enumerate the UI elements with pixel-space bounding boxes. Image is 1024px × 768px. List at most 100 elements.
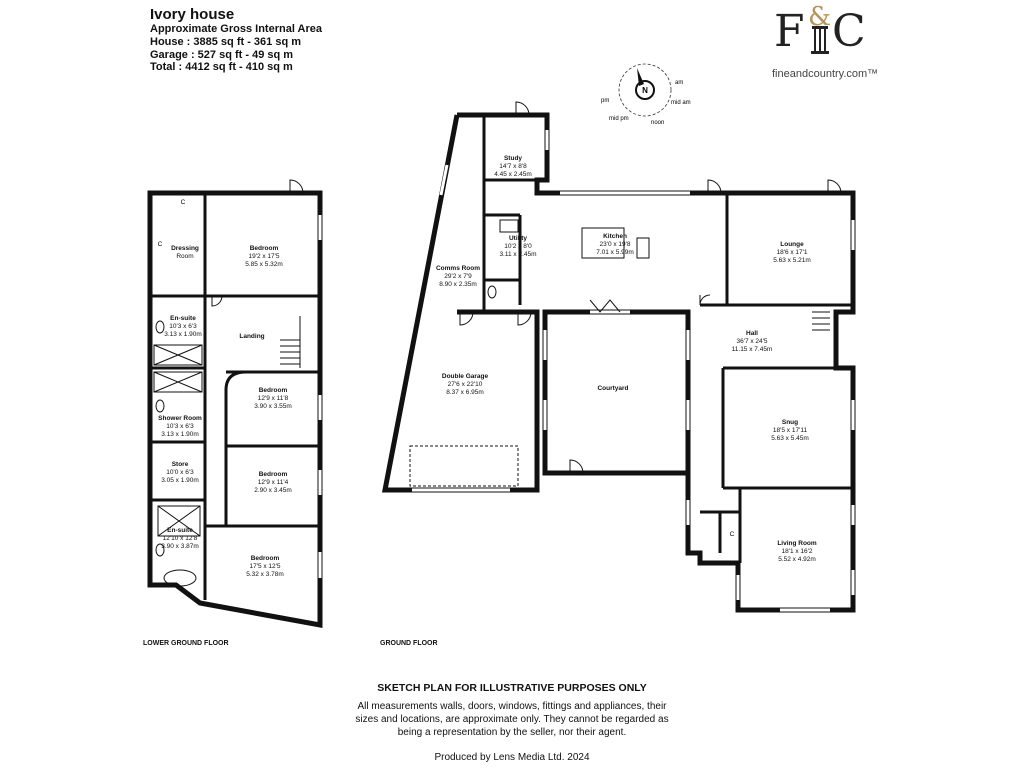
room-name: Shower Room [158,415,202,422]
ground-floor-label: GROUND FLOOR [380,640,438,647]
room-name: Courtyard [597,385,628,392]
room-name: En-suite [170,315,196,322]
room-metric: 11.15 x 7.45m [732,346,773,353]
lower-ground-floor-label: LOWER GROUND FLOOR [143,640,229,647]
shower-tray-icon [153,344,203,366]
compass-rose: N am mid am noon mid pm pm [601,63,691,126]
compass-north: N [642,86,648,95]
room-name: Study [504,155,522,162]
room-name: Kitchen [603,233,627,240]
room-imperial: 10'3 x 6'3 [166,423,194,430]
room-metric: 3.13 x 1.90m [161,431,199,438]
room-name: Hall [746,330,758,337]
room-imperial: 27'6 x 22'10 [448,381,483,388]
north-arrow-icon [637,68,644,86]
toilet-icon [155,320,165,334]
room-imperial: 14'7 x 8'8 [499,163,527,170]
room-metric: 8.90 x 2.35m [439,281,477,288]
room-name: Utility [509,235,527,242]
toilet-icon [155,399,165,413]
disclaimer-body: All measurements walls, doors, windows, … [0,700,1024,739]
room-metric: 5.52 x 4.92m [778,556,816,563]
room-imperial: 36'7 x 24'5 [736,338,767,345]
room-imperial: 10'0 x 6'3 [166,469,194,476]
cupboard-mark: C [158,241,163,248]
room-name: Double Garage [442,373,489,380]
room-imperial: 18'6 x 17'1 [776,249,807,256]
room-metric: 8.37 x 6.95m [446,389,484,396]
room-name: Bedroom [251,555,280,562]
garage-door-icon [409,445,519,487]
house-area: House : 3885 sq ft - 361 sq m [150,35,301,48]
room-metric: 3.90 x 3.55m [254,403,292,410]
compass-pm: pm [601,98,609,104]
room-name: Comms Room [436,265,480,272]
total-area: Total : 4412 sq ft - 410 sq m [150,61,293,74]
logo-letter-c: C [832,6,867,57]
compass-mid-am: mid am [671,100,691,106]
hob-icon [636,237,650,259]
cupboard-mark: C [181,199,186,206]
area-caption: Approximate Gross Internal Area [150,23,322,36]
room-imperial: 12'10 x 12'8 [163,535,198,542]
room-name: Store [172,461,189,468]
room-metric: 5.32 x 3.78m [246,571,284,578]
room-metric: 4.45 x 2.45m [494,171,532,178]
compass-am: am [675,80,683,86]
room-label-courtyard: Courtyard [597,385,628,392]
property-title: Ivory house [150,6,235,23]
room-imperial: 12'9 x 11'4 [258,479,289,486]
room-name: Bedroom [250,245,279,252]
room-metric: 3.90 x 3.87m [161,543,199,550]
lower-ground-floor-plan [147,179,323,628]
fine-and-country-logo: F & C fineandcountry.com™ [768,2,888,86]
shower-tray-icon [153,371,203,393]
room-name: Snug [782,419,798,426]
disclaimer-line: All measurements walls, doors, windows, … [357,701,667,712]
room-imperial: 10'2 x 8'0 [504,243,532,250]
room-metric: 7.01 x 5.99m [596,249,634,256]
room-imperial: 12'9 x 11'8 [258,395,289,402]
logo-url: fineandcountry.com™ [772,68,879,80]
cupboard-mark: C [730,531,735,538]
sink-icon [499,219,519,233]
room-imperial: 10'3 x 6'3 [169,323,197,330]
room-metric: 3.13 x 1.90m [164,331,202,338]
room-name: Bedroom [259,387,288,394]
room-name: Dressing [171,245,199,252]
column-icon [811,26,829,54]
room-metric: 5.63 x 5.45m [771,435,809,442]
stairs-icon [280,316,301,368]
room-imperial: 23'0 x 19'8 [599,241,630,248]
room-name: Bedroom [259,471,288,478]
bathtub-icon [163,569,197,587]
compass-mid-pm: mid pm [609,116,629,122]
disclaimer-heading: SKETCH PLAN FOR ILLUSTRATIVE PURPOSES ON… [377,682,647,694]
logo-ampersand: & [808,2,832,32]
kitchen-island-icon [581,227,625,259]
logo-letter-f: F [774,6,806,57]
ground-floor-plan [381,101,856,613]
room-metric: 3.05 x 1.90m [161,477,199,484]
toilet-icon [487,285,497,299]
compass-noon: noon [651,120,664,126]
room-imperial: Room [176,253,193,260]
room-name: Lounge [780,241,804,248]
